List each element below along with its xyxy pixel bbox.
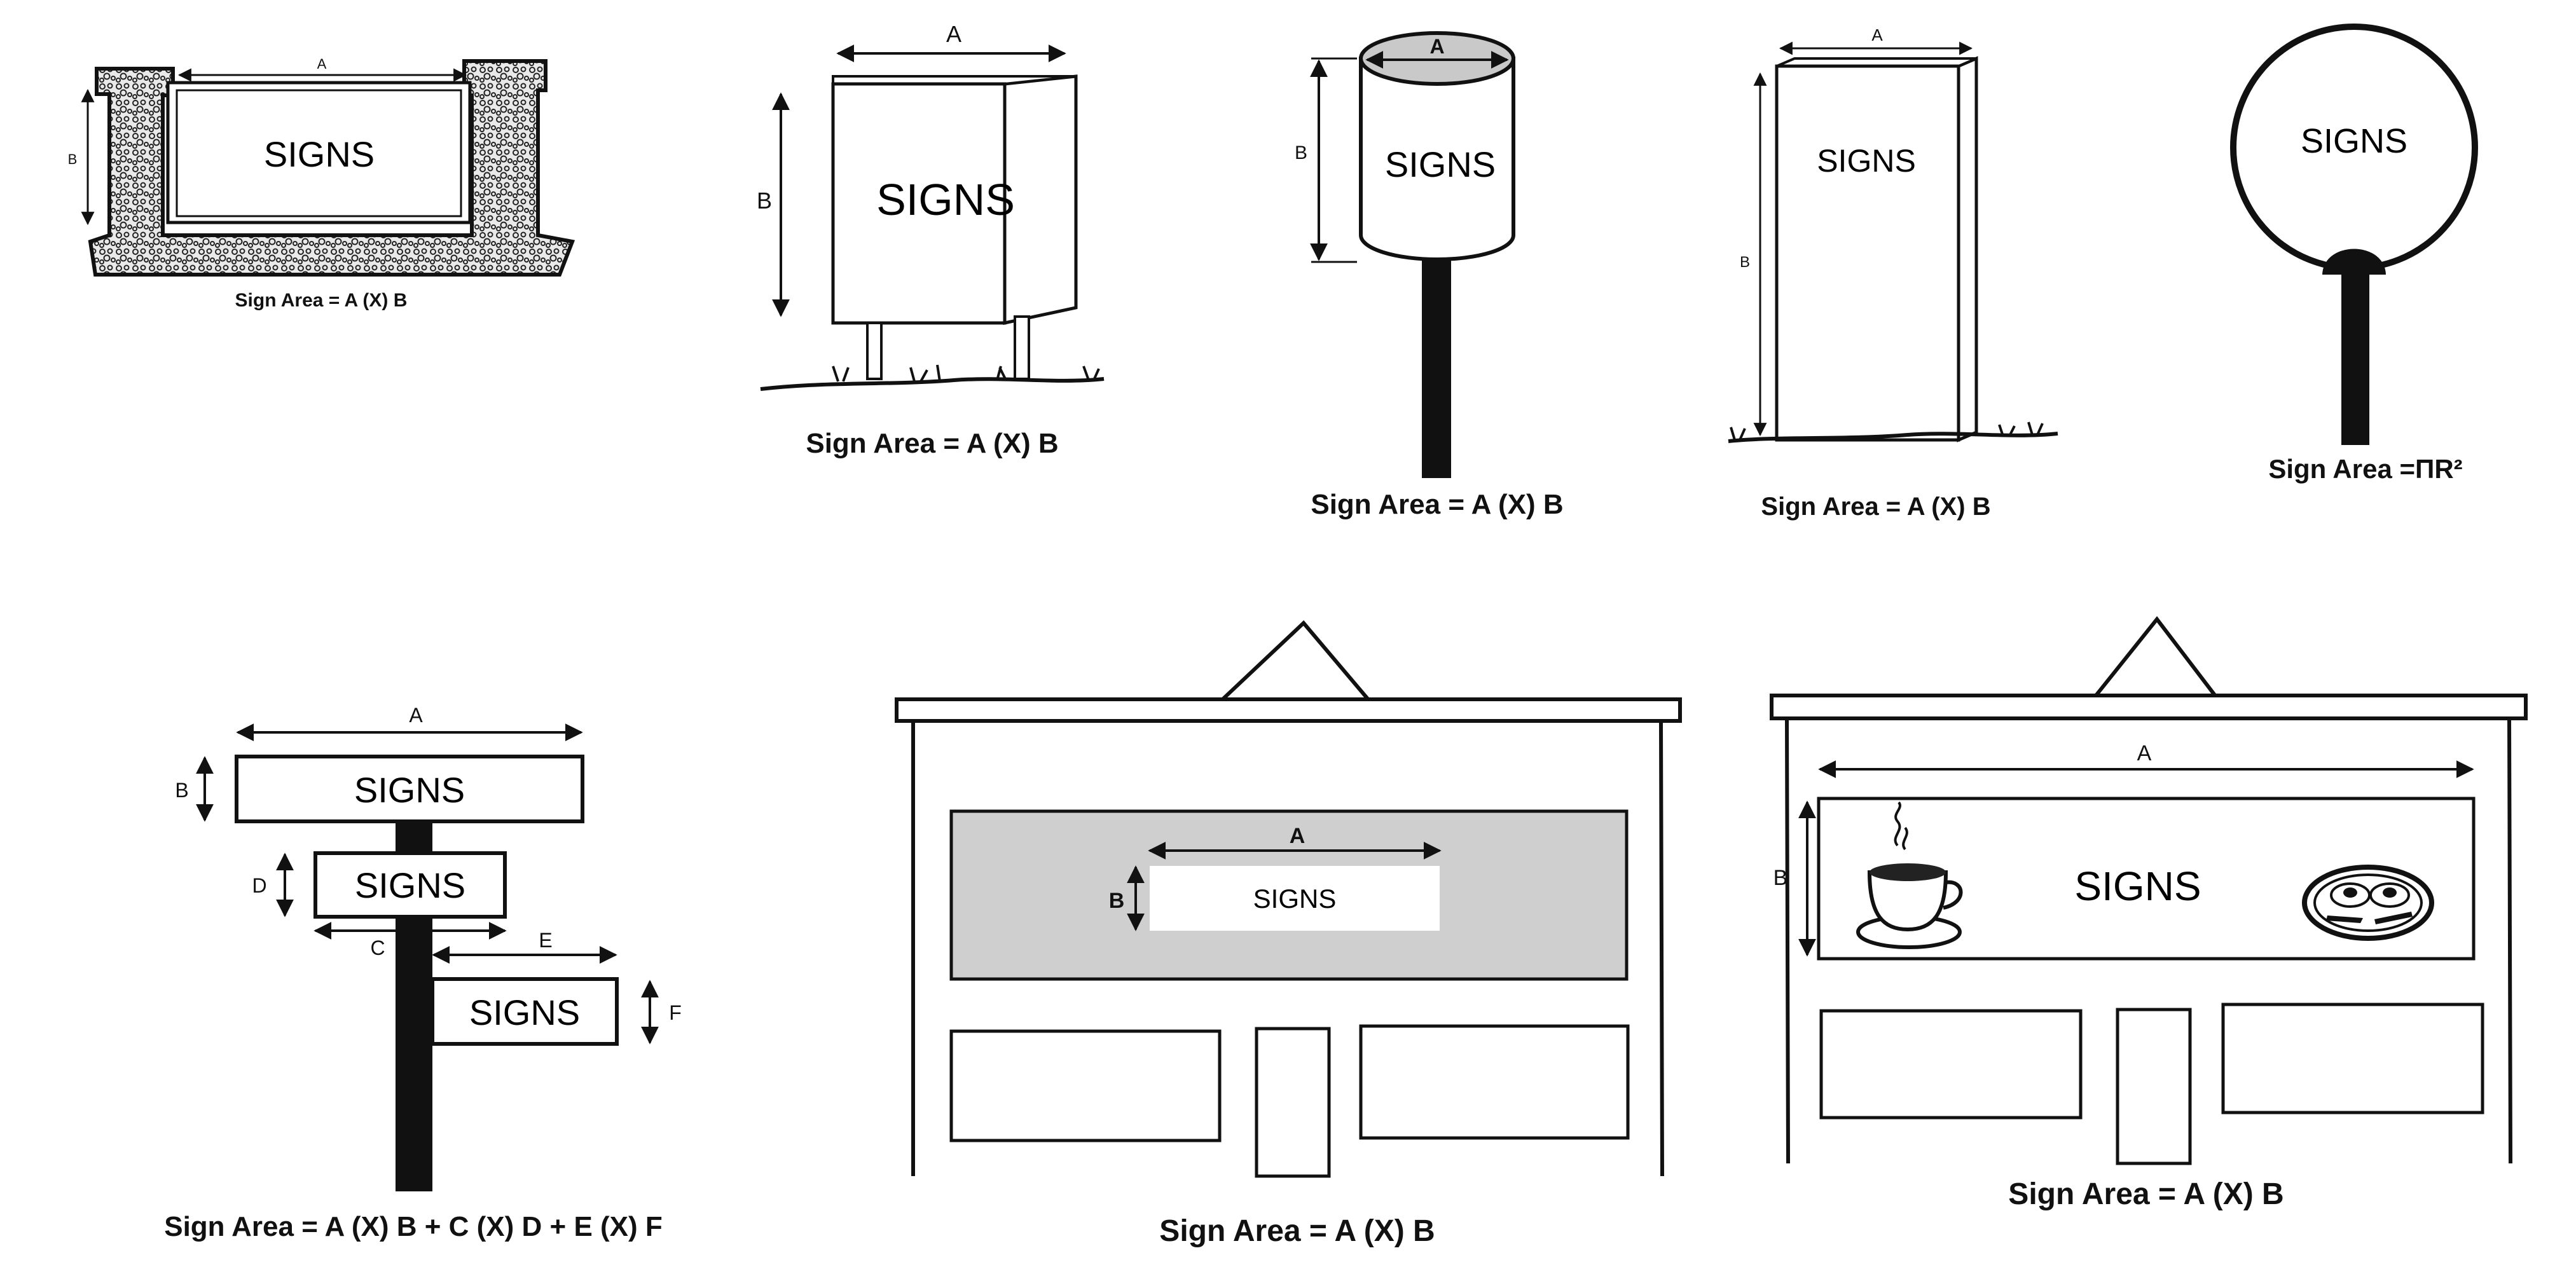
pylon-side: [1957, 56, 1978, 442]
post-right: [1014, 315, 1030, 380]
pylon-sign-diagram: SIGNS A B Sign Area = A (X) B: [1728, 25, 2058, 521]
caption: Sign Area = A (X) B: [1311, 489, 1563, 520]
sign-text: SIGNS: [876, 175, 1015, 224]
sign-text-top: SIGNS: [354, 770, 465, 810]
pole: [2341, 273, 2369, 445]
grass-tufts: [1730, 421, 2044, 441]
grass-tufts: [832, 364, 1100, 382]
caption: Sign Area = A (X) B + C (X) D + E (X) F: [164, 1211, 663, 1242]
door: [1255, 1027, 1331, 1178]
cornice: [895, 697, 1682, 723]
dimension-b-label: B: [1774, 866, 1788, 890]
multi-panel-sign-diagram: SIGNS SIGNS SIGNS A B D C E F Sign Area …: [164, 704, 682, 1242]
sign-inner-border: [176, 89, 462, 217]
storefront-wall-sign-diagram: SIGNS A B Sign Area = A (X) B: [1770, 616, 2528, 1211]
caption: Sign Area = A (X) B: [1761, 493, 1990, 521]
sign-text: SIGNS: [1385, 144, 1496, 184]
dimension-a-label: A: [1871, 25, 1883, 45]
door: [2116, 1008, 2192, 1165]
pylon-face: [1775, 64, 1960, 442]
sign-text: SIGNS: [2074, 863, 2201, 909]
storefront-cabinet-sign-diagram: SIGNS A B Sign Area = A (X) B: [895, 620, 1682, 1248]
sign-panel-bottom: [430, 977, 619, 1046]
caption: Sign Area = A (X) B: [2008, 1177, 2283, 1211]
dimension-e-label: E: [539, 929, 552, 952]
dimension-a-label: A: [2137, 741, 2152, 765]
window-left: [1819, 1009, 2083, 1120]
dimension-a-label: A: [946, 21, 961, 47]
dimension-b-label: B: [1295, 142, 1307, 163]
dimension-a-label: A: [409, 704, 423, 727]
sign-text: SIGNS: [264, 134, 375, 174]
dimension-b-label: B: [757, 188, 772, 214]
sign-panel: [166, 81, 472, 224]
caption: Sign Area = A (X) B: [235, 290, 408, 311]
dimension-b-label: B: [1740, 254, 1750, 271]
stone-base: [88, 59, 575, 277]
sign-panel-middle: [313, 851, 507, 919]
window-right: [2221, 1003, 2484, 1114]
sign-panel: [1150, 866, 1440, 931]
sign-text-bottom: SIGNS: [469, 992, 580, 1032]
caption: Sign Area = A (X) B: [806, 428, 1058, 459]
window-right: [1359, 1024, 1630, 1140]
sign-text: SIGNS: [1817, 143, 1916, 179]
sign-panel-top: [235, 755, 584, 823]
dimension-b-label: B: [1109, 889, 1125, 913]
pole: [1422, 248, 1451, 478]
sign-text: SIGNS: [1253, 884, 1337, 914]
cylinder-sign-diagram: SIGNS A B Sign Area = A (X) B: [1295, 31, 1564, 520]
building-walls: [1785, 718, 2512, 1164]
monument-sign-diagram: SIGNS A B Sign Area = A (X) B: [68, 56, 575, 311]
dimension-d-label: D: [252, 874, 266, 897]
dimension-b-label: B: [175, 779, 188, 802]
sign-box-side: [1003, 74, 1078, 325]
plate-of-eggs-icon: [2302, 865, 2434, 941]
caption: Sign Area =ΠR²: [2268, 454, 2462, 484]
dimension-a-label: A: [317, 56, 327, 72]
dimension-a-label: A: [1290, 824, 1305, 848]
post-left: [866, 322, 883, 380]
window-left: [949, 1029, 1222, 1142]
roof-peak: [2089, 616, 2220, 703]
dimension-a-label: A: [1429, 35, 1444, 58]
building-walls: [911, 720, 1664, 1177]
dimension-f-label: F: [669, 1001, 682, 1024]
ground-line: [760, 377, 1105, 391]
dimension-c-label: C: [370, 936, 385, 959]
sign-text-middle: SIGNS: [355, 865, 465, 905]
roof-peak: [1214, 620, 1375, 708]
cornice: [1770, 694, 2528, 720]
pole-bracket: [2322, 249, 2386, 275]
circle-sign-diagram: SIGNS Sign Area =ΠR²: [2230, 24, 2478, 484]
cylinder-body: [1359, 57, 1515, 261]
freestanding-sign-diagram: SIGNS A B Sign Area = A (X) B: [757, 21, 1105, 459]
caption: Sign Area = A (X) B: [1159, 1214, 1435, 1248]
coffee-cup-icon: [1856, 801, 1963, 949]
sign-text: SIGNS: [2301, 122, 2407, 160]
dimension-b-label: B: [68, 151, 78, 167]
sign-box-face: [831, 82, 1007, 325]
